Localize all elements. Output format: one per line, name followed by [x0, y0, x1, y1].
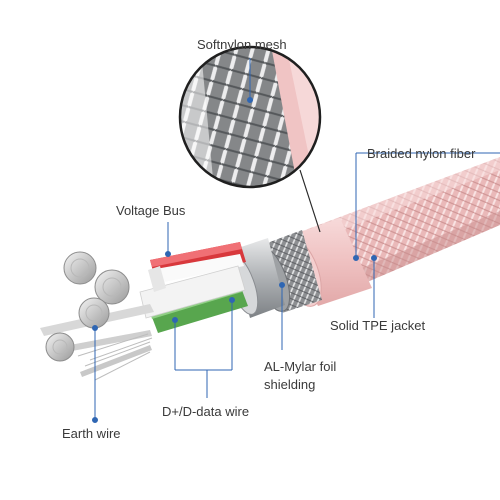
solid-tpe-jacket-label: Solid TPE jacket	[330, 318, 426, 333]
magnifier-pointer	[299, 169, 321, 233]
leader-lines	[92, 58, 500, 423]
braided-nylon-fiber-label: Braided nylon fiber	[367, 146, 476, 161]
earth-wire-label: Earth wire	[62, 426, 121, 441]
al-mylar-foil-label: AL-Mylar foil	[264, 359, 337, 374]
magnifier	[178, 45, 322, 233]
softnylon-mesh-label: Softnylon mesh	[197, 37, 287, 52]
al-mylar-shielding-label: shielding	[264, 377, 316, 392]
red-wire	[150, 242, 246, 284]
data-wire-label: D+/D-data wire	[162, 404, 250, 419]
voltage-bus-label: Voltage Bus	[116, 203, 186, 218]
